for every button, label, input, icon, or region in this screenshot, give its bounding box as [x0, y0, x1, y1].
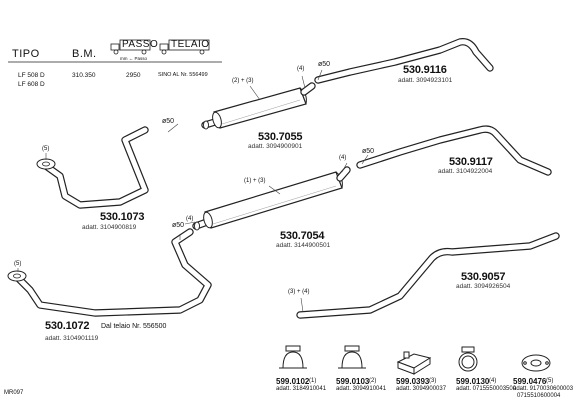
- acc-adatt-599-0103: adatt. 3094910041: [336, 386, 387, 392]
- mount-599-0393-icon: [396, 351, 432, 375]
- clamp-599-0102-icon: [279, 345, 307, 369]
- part-note-530-1072: Dal telaio Nr. 556500: [101, 323, 167, 330]
- gasket-599-0476-icon: [521, 354, 551, 372]
- muffler-530-7054: [192, 166, 351, 231]
- part-code-530-7054: 530.7054: [280, 230, 325, 242]
- pipe-530-9057: [296, 232, 560, 319]
- dia-530-1073: ø50: [162, 118, 175, 125]
- qty-530-1073: (5): [42, 146, 50, 152]
- pipe-530-9116: [314, 38, 494, 84]
- part-code-530-9057: 530.9057: [461, 271, 506, 283]
- row-model-2: LF 608 D: [18, 81, 45, 88]
- qty-530-1072: (5): [14, 261, 22, 267]
- part-adatt-530-9117: adatt. 3104922004: [438, 168, 493, 175]
- muffler-530-7055: [201, 82, 316, 130]
- row-model-1: LF 508 D: [18, 72, 45, 79]
- acc-qty-599-0393: (3): [429, 378, 437, 384]
- acc-adatt-599-0130: adatt. 0715550003500: [456, 386, 517, 392]
- pipe-530-1073: [36, 126, 149, 209]
- qty-530-9117: (4): [339, 155, 347, 161]
- clamp-599-0130-icon: [458, 346, 478, 372]
- acc-code-599-0393: 599.0393: [396, 377, 430, 386]
- header-bm: B.M.: [72, 48, 97, 60]
- acc-code-599-0102: 599.0102: [276, 377, 310, 386]
- part-code-530-9116: 530.9116: [403, 64, 447, 76]
- part-code-530-9117: 530.9117: [449, 156, 493, 168]
- qty2-530-7054: (4): [186, 216, 194, 222]
- acc-qty-599-0103: (2): [369, 378, 377, 384]
- part-adatt-530-1072: adatt. 3104901119: [45, 335, 99, 342]
- acc-code-599-0130: 599.0130: [456, 377, 490, 386]
- acc-code-599-0103: 599.0103: [336, 377, 370, 386]
- truck-icon-passo: [110, 39, 151, 55]
- part-adatt-530-1073: adatt. 3104900819: [82, 224, 137, 231]
- truck-icon-telaio: [159, 39, 210, 55]
- part-adatt-530-9116: adatt. 3094923101: [398, 77, 453, 84]
- row-passo-1: 2950: [126, 72, 141, 79]
- header-passo: PASSO: [122, 39, 159, 50]
- header-passo-sub: mm ← Passo: [120, 56, 148, 61]
- part-code-530-7055: 530.7055: [258, 131, 303, 143]
- qty-530-7054: (1) + (3): [244, 178, 266, 184]
- acc-qty-599-0130: (4): [489, 378, 497, 384]
- part-adatt-530-7054: adatt. 3144900501: [276, 242, 331, 249]
- header-tipo: TIPO: [12, 48, 40, 60]
- qty-530-9057: (3) + (4): [288, 289, 310, 295]
- dia-530-9116: ø50: [318, 61, 331, 68]
- footer-code: MR097: [4, 390, 24, 396]
- pipe-530-9117: [356, 125, 552, 176]
- acc-adatt-599-0102: adatt. 3184910041: [276, 386, 327, 392]
- lead-lines: [17, 69, 369, 313]
- acc-code-599-0476: 599.0476: [513, 377, 547, 386]
- dia-530-9117: ø50: [362, 148, 375, 155]
- dia-530-7054: ø50: [172, 222, 185, 229]
- acc-adatt2-599-0476: 0715510600004: [517, 393, 561, 399]
- row-telaio-1: SINO AL Nr. 556499: [158, 72, 208, 78]
- header-telaio: TELAIO: [171, 39, 210, 50]
- part-adatt-530-9057: adatt. 3094926504: [456, 283, 511, 290]
- acc-adatt-599-0393: adatt. 3094900037: [396, 386, 447, 392]
- part-code-530-1073: 530.1073: [100, 211, 145, 223]
- qty-530-9116: (4): [297, 66, 305, 72]
- pipe-530-1072: [7, 228, 212, 317]
- part-code-530-1072: 530.1072: [45, 320, 90, 332]
- acc-qty-599-0476: (5): [546, 378, 554, 384]
- part-adatt-530-7055: adatt. 3094900901: [248, 143, 303, 150]
- acc-adatt-599-0476: adatt. 9170030600003: [513, 386, 574, 392]
- acc-qty-599-0102: (1): [309, 378, 317, 384]
- row-bm-1: 310.350: [72, 72, 96, 79]
- qty-530-7055: (2) + (3): [232, 78, 254, 84]
- clamp-599-0103-icon: [338, 345, 366, 369]
